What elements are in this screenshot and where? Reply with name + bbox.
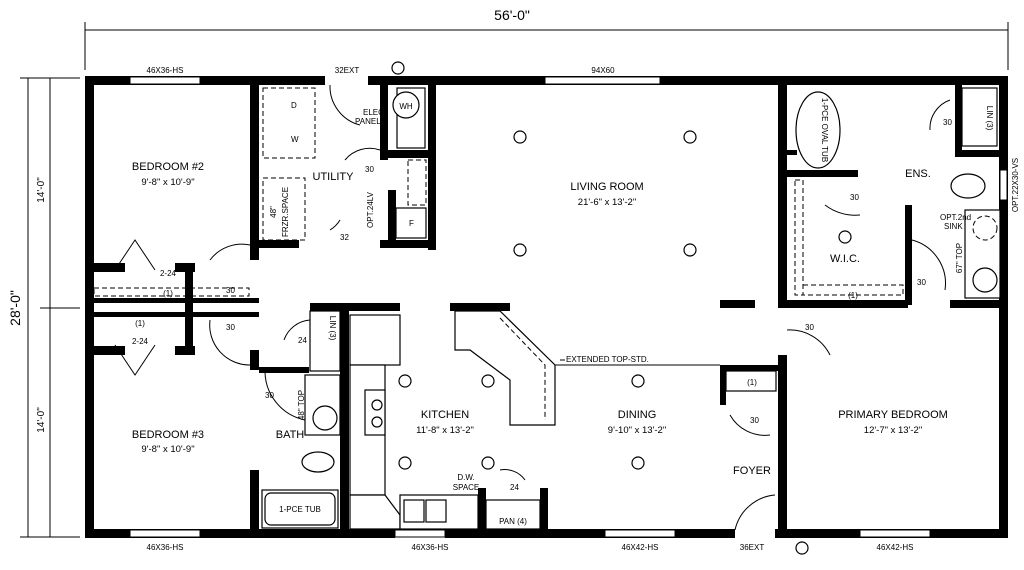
window-label: 46X36-HS: [147, 543, 184, 552]
pantry-label: PAN (4): [499, 517, 527, 526]
door-size: 24: [298, 336, 307, 345]
door-size: 30: [265, 391, 274, 400]
light-icon: [683, 130, 697, 144]
dishwasher-label: SPACE: [453, 483, 480, 492]
depth-dimension: 28'-0" 14'-0" 14'-0": [7, 77, 80, 538]
linen-label: LIN (3): [328, 316, 337, 341]
tub-label: 1-PCE TUB: [279, 505, 321, 514]
meter-icon: [795, 541, 809, 555]
half-depth-bottom-label: 14'-0": [36, 407, 47, 433]
light-icon: [513, 243, 527, 257]
fixtures: [93, 87, 1001, 530]
door-size: 30: [943, 118, 952, 127]
elec-panel-label: PANEL: [355, 117, 381, 126]
foyer-name: FOYER: [733, 465, 771, 477]
linen-label: LIN (3): [985, 106, 994, 131]
door-size: 30: [226, 286, 235, 295]
window-label: OPT.22X30-VS: [1011, 158, 1020, 212]
kitchen-size: 11'-8" x 13'-2": [416, 425, 474, 436]
door-label: 32EXT: [335, 66, 360, 75]
overall-width-label: 56'-0": [494, 7, 530, 23]
light-icon: [631, 456, 645, 470]
shelf-label: (1): [163, 289, 173, 298]
closet-label: 2-24: [160, 269, 177, 278]
living-name: LIVING ROOM: [570, 181, 643, 193]
vanity-label: 48" TOP: [297, 390, 306, 420]
dining-name: DINING: [618, 409, 657, 421]
overall-depth-label: 28'-0": [7, 290, 23, 326]
furnace-label: F: [409, 219, 414, 228]
window-label: 46X42-HS: [877, 543, 914, 552]
bedroom2-name: BEDROOM #2: [132, 161, 204, 173]
primary-bedroom-size: 12'-7" x 13'-2": [864, 425, 922, 436]
bedroom3-size: 9'-8" x 10'-9": [141, 444, 194, 455]
door-label: 36EXT: [740, 543, 765, 552]
extended-top-label: EXTENDED TOP-STD.: [566, 355, 649, 364]
freezer-label: FRZR.SPACE: [281, 187, 290, 237]
washer-label: W: [291, 135, 299, 144]
window-label: 46X36-HS: [147, 66, 184, 75]
oval-tub-label: 1-PCE OVAL TUB: [820, 98, 829, 162]
opt-sink-label: SINK: [944, 222, 963, 231]
water-heater-label: WH: [399, 102, 413, 111]
door-size: 30: [226, 323, 235, 332]
window-labels: 46X36-HS 94X60 46X36-HS 46X36-HS 46X42-H…: [147, 66, 1020, 552]
light-icon: [631, 374, 645, 388]
dryer-label: D: [291, 101, 297, 110]
door-size-labels: 30 32 30 30 24 30 30 30 30 30 30 24: [226, 118, 952, 492]
light-icon: [398, 374, 412, 388]
interior-walls: [85, 80, 1005, 535]
light-icon: [683, 243, 697, 257]
room-labels: BEDROOM #2 9'-8" x 10'-9" BEDROOM #3 9'-…: [132, 161, 948, 477]
primary-bedroom-name: PRIMARY BEDROOM: [838, 409, 948, 421]
door-size: 32: [340, 233, 349, 242]
light-icon: [481, 374, 495, 388]
dishwasher-label: D.W.: [457, 473, 474, 482]
elec-panel-label: ELEC.: [363, 108, 386, 117]
door-size: 24: [510, 483, 519, 492]
shelf-label: (1): [848, 291, 858, 300]
ensuite-name: ENS.: [905, 168, 931, 180]
door-size: 30: [917, 278, 926, 287]
window-label: 46X36-HS: [412, 543, 449, 552]
light-fixtures: [391, 61, 852, 555]
window-label: 46X42-HS: [622, 543, 659, 552]
meter-icon: [391, 61, 405, 75]
door-swings: [114, 84, 951, 531]
light-icon: [398, 456, 412, 470]
freezer-label: 48": [269, 206, 278, 218]
overall-width-dimension: 56'-0": [84, 7, 1009, 70]
vanity-top-label: 67" TOP: [955, 243, 964, 273]
living-size: 21'-6" x 13'-2": [578, 197, 636, 208]
closet-label: 2-24: [132, 337, 149, 346]
window-label: 94X60: [591, 66, 615, 75]
opt-sink-label: OPT.2nd: [940, 213, 971, 222]
fixture-labels: ELEC. PANEL WH D W 48" FRZR.SPACE OPT.24…: [132, 98, 994, 526]
utility-name: UTILITY: [313, 171, 355, 183]
bedroom2-size: 9'-8" x 10'-9": [141, 177, 194, 188]
bedroom3-name: BEDROOM #3: [132, 429, 204, 441]
shelf-label: (1): [135, 319, 145, 328]
half-depth-top-label: 14'-0": [36, 177, 47, 203]
door-size: 30: [365, 165, 374, 174]
door-size: 30: [805, 323, 814, 332]
bath-name: BATH: [276, 429, 305, 441]
windows: [129, 76, 1008, 538]
light-icon: [838, 230, 852, 244]
kitchen-name: KITCHEN: [421, 409, 469, 421]
light-icon: [481, 456, 495, 470]
light-icon: [513, 130, 527, 144]
opt-24lv-label: OPT.24LV: [366, 191, 375, 228]
wic-name: W.I.C.: [830, 253, 860, 265]
door-size: 30: [750, 416, 759, 425]
shelf-label: (1): [747, 378, 757, 387]
dining-size: 9'-10" x 13'-2": [608, 425, 666, 436]
door-size: 30: [850, 193, 859, 202]
